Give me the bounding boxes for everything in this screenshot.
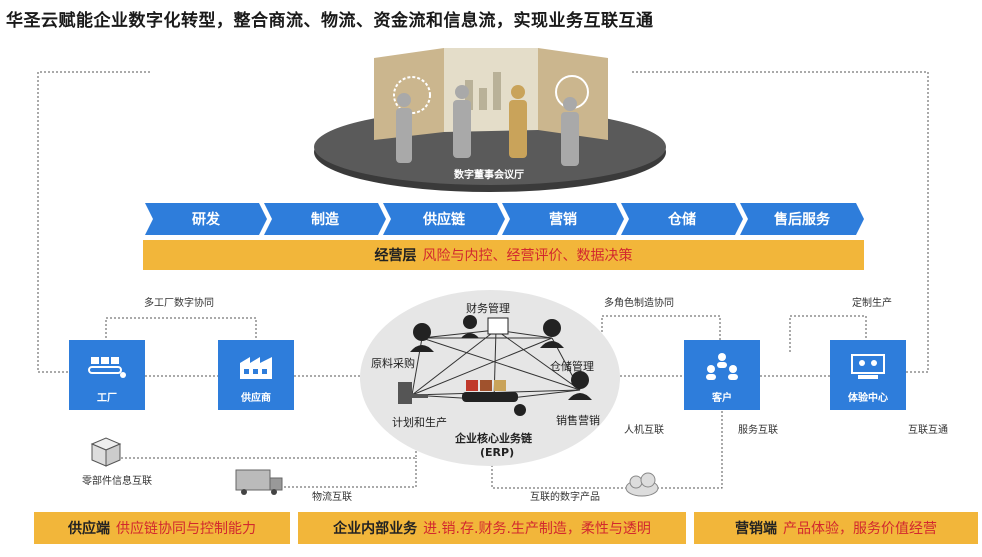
step-label: 制造 <box>311 212 339 228</box>
core-subtitle: (ERP) <box>480 446 515 459</box>
customer-node: 客户 <box>684 340 760 410</box>
supplier-label: 供应商 <box>241 393 271 404</box>
service-label: 服务互联 <box>738 425 778 436</box>
step-label: 研发 <box>192 212 220 228</box>
logistics-label: 物流互联 <box>312 492 352 503</box>
factory-icon <box>88 357 126 378</box>
factory-node: 工厂 <box>69 340 145 410</box>
footer-internal-label: 企业内部业务 <box>333 521 418 537</box>
footer-marketing: 营销端 产品体验，服务价值经营 <box>694 512 978 544</box>
experience-icon <box>851 354 885 379</box>
screen-bar-1 <box>465 80 473 110</box>
core-title: 企业核心业务链 <box>455 432 532 445</box>
screen-globe-graphic <box>393 76 431 114</box>
custom-production-label: 定制生产 <box>852 298 892 309</box>
parts-box-icon <box>90 437 122 467</box>
multi-factory-label: 多工厂数字协同 <box>144 298 214 309</box>
step-warehouse: 仓储 <box>629 203 735 235</box>
experience-label: 体验中心 <box>848 393 888 404</box>
cloud-icon <box>625 472 659 497</box>
customers-icon <box>706 353 738 380</box>
footer-supply-text: 供应链协同与控制能力 <box>116 521 256 537</box>
right-loop-connector <box>632 71 929 373</box>
footer-internal-text: 进.销.存.财务.生产制造，柔性与透明 <box>423 521 651 537</box>
experience-node: 体验中心 <box>830 340 906 410</box>
page-title: 华圣云赋能企业数字化转型，整合商流、物流、资金流和信息流，实现业务互联互通 <box>6 11 654 31</box>
core-warehouse-label: 仓储管理 <box>550 360 594 373</box>
core-finance-label: 财务管理 <box>466 302 510 315</box>
screen-right <box>538 48 608 140</box>
factory-label: 工厂 <box>97 393 117 404</box>
footer-marketing-label: 营销端 <box>735 521 777 537</box>
interconnect-label: 互联互通 <box>908 425 948 436</box>
footer-marketing-text: 产品体验，服务价值经营 <box>783 521 937 537</box>
supplier-node: 供应商 <box>218 340 294 410</box>
screen-left <box>374 48 444 140</box>
hci-label: 人机互联 <box>624 425 664 436</box>
step-label: 供应链 <box>423 212 465 228</box>
left-loop-connector <box>37 71 150 373</box>
step-label: 营销 <box>549 212 577 228</box>
parts-info-label: 零部件信息互联 <box>82 476 152 487</box>
customer-label: 客户 <box>712 393 732 404</box>
warehouse-icon <box>240 357 272 379</box>
footer-internal: 企业内部业务 进.销.存.财务.生产制造，柔性与透明 <box>298 512 686 544</box>
parts-connector <box>107 445 417 459</box>
digital-products-label: 互联的数字产品 <box>530 492 600 503</box>
products-connector <box>491 410 723 489</box>
custom-bracket <box>789 315 867 352</box>
step-marketing: 营销 <box>510 203 616 235</box>
footer-supply: 供应端 供应链协同与控制能力 <box>34 512 290 544</box>
step-after-sales: 售后服务 <box>748 203 856 235</box>
operation-layer-text: 风险与内控、经营评价、数据决策 <box>422 248 633 264</box>
screen-bar-3 <box>493 72 501 110</box>
process-chevrons <box>145 203 864 235</box>
core-purchase-label: 原料采购 <box>371 357 415 370</box>
truck-icon <box>235 469 283 495</box>
operation-layer-label: 经营层 <box>374 248 417 264</box>
core-node-icons <box>398 315 592 416</box>
step-manufacturing: 制造 <box>272 203 378 235</box>
step-rnd: 研发 <box>153 203 259 235</box>
step-label: 售后服务 <box>774 212 830 228</box>
people-silhouettes <box>396 85 579 166</box>
logistics-connector <box>280 458 417 488</box>
screen-bar-2 <box>479 88 487 110</box>
core-sales-label: 销售营销 <box>556 414 600 427</box>
multi-factory-bracket <box>105 317 257 342</box>
footer-supply-label: 供应端 <box>68 521 110 537</box>
operation-layer-banner: 经营层 风险与内控、经营评价、数据决策 <box>143 240 864 270</box>
multi-role-label: 多角色制造协同 <box>604 298 674 309</box>
step-supply-chain: 供应链 <box>391 203 497 235</box>
core-planning-label: 计划和生产 <box>392 416 447 429</box>
boardroom-label: 数字董事会议厅 <box>454 170 524 181</box>
step-label: 仓储 <box>668 212 696 228</box>
